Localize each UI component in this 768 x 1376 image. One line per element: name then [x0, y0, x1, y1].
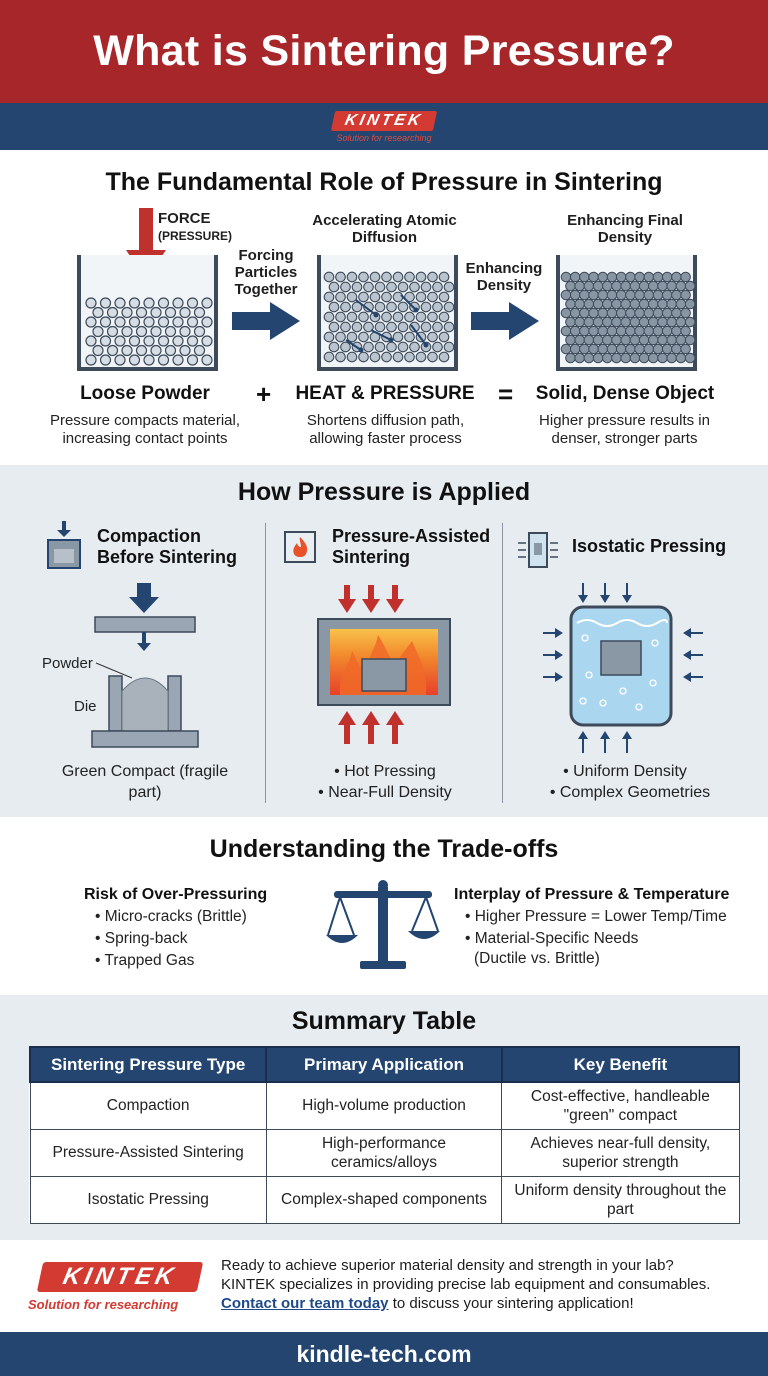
table-cell: High-performance ceramics/alloys [265, 1128, 503, 1177]
stage3-top-label: Enhancing Final Density [567, 212, 683, 246]
equals-sign: = [498, 379, 514, 409]
compaction-desc: Green Compact (fragile part) [61, 763, 229, 801]
cta-line-2: KINTEK specializes in providing precise … [221, 1276, 711, 1293]
tradeoffs-title: Understanding the Trade-offs [209, 835, 559, 863]
kintek-logo-large: KINTEK [36, 1262, 204, 1292]
applied-section: How Pressure is Applied Compaction Befor… [0, 465, 768, 817]
isostatic-icon [518, 532, 558, 568]
near-full-density-desc: • Near-Full Density [318, 784, 452, 801]
summary-section: Summary Table Sintering Pressure Type Pr… [0, 995, 768, 1240]
stage1-desc: Pressure compacts material, increasing c… [49, 412, 241, 447]
right-arrow-icon-2 [471, 302, 539, 340]
stage2-desc: Shortens diffusion path, allowing faster… [306, 412, 465, 447]
arrow2-label: Enhancing Density [465, 260, 543, 294]
table-cell: Isostatic Pressing [29, 1175, 267, 1224]
compaction-icon [47, 521, 81, 569]
fundamental-title: The Fundamental Role of Pressure in Sint… [105, 168, 663, 196]
table-cell: High-volume production [265, 1081, 503, 1130]
list-item: Trapped Gas [95, 950, 247, 972]
press-die-diagram [91, 583, 199, 748]
table-header-cell: Sintering Pressure Type [28, 1046, 268, 1083]
table-cell: Cost-effective, handleable "green" compa… [501, 1081, 740, 1130]
pressure-assisted-title: Pressure-Assisted Sintering [332, 526, 491, 567]
summary-table: Sintering Pressure Type Primary Applicat… [28, 1046, 741, 1224]
interplay-title: Interplay of Pressure & Temperature [454, 886, 730, 903]
logo-tagline-large: Solution for researching [28, 1297, 179, 1312]
stage2-name: HEAT & PRESSURE [295, 383, 475, 404]
over-pressuring-title: Risk of Over-Pressuring [84, 886, 268, 903]
hot-press-furnace-diagram [317, 585, 451, 744]
isostatic-title: Isostatic Pressing [572, 536, 727, 556]
loose-powder-container [77, 255, 218, 371]
table-cell: Complex-shaped components [265, 1175, 503, 1224]
table-cell: Compaction [29, 1081, 267, 1130]
table-cell: Achieves near-full density, superior str… [501, 1128, 740, 1177]
over-pressuring-list: Micro-cracks (Brittle) Spring-back Trapp… [95, 906, 247, 972]
table-cell: Uniform density throughout the part [501, 1175, 740, 1224]
cta-line-1: Ready to achieve superior material densi… [221, 1257, 674, 1274]
table-header-cell: Primary Application [265, 1046, 503, 1083]
powder-label: Powder [42, 655, 93, 672]
list-item: Micro-cracks (Brittle) [95, 906, 247, 928]
interplay-sub: (Ductile vs. Brittle) [474, 950, 600, 967]
stage3-desc: Higher pressure results in denser, stron… [539, 412, 710, 447]
table-row: Compaction High-volume production Cost-e… [29, 1081, 740, 1130]
footer-bar: kindle-tech.com [0, 1332, 768, 1376]
applied-title: How Pressure is Applied [237, 478, 531, 506]
column-divider [265, 523, 266, 803]
table-header-row: Sintering Pressure Type Primary Applicat… [28, 1046, 741, 1083]
hot-pressing-desc: • Hot Pressing [334, 763, 436, 780]
contact-link[interactable]: Contact our team today [221, 1295, 389, 1312]
cta-text: Ready to achieve superior material densi… [221, 1256, 761, 1313]
uniform-density-desc: • Uniform Density [563, 763, 687, 780]
summary-title: Summary Table [291, 1007, 477, 1035]
logo-bar: KINTEK Solution for researching [0, 103, 768, 150]
table-row: Isostatic Pressing Complex-shaped compon… [29, 1175, 740, 1224]
complex-geometries-desc: • Complex Geometries [549, 784, 711, 801]
table-row: Pressure-Assisted Sintering High-perform… [29, 1128, 740, 1177]
stage1-name: Loose Powder [80, 383, 210, 404]
logo-tagline: Solution for researching [336, 132, 432, 143]
kintek-logo: KINTEK [331, 110, 437, 131]
page-title: What is Sintering Pressure? [93, 27, 675, 75]
powder-pointer-line [95, 662, 133, 679]
die-label: Die [74, 698, 97, 715]
list-item: Higher Pressure = Lower Temp/Time [465, 906, 727, 928]
cta-section: KINTEK Solution for researching Ready to… [0, 1240, 768, 1332]
list-item: Material-Specific Needs [465, 928, 727, 950]
dense-container [556, 255, 697, 371]
furnace-flame-icon [284, 531, 316, 563]
balance-scale-icon [326, 880, 440, 969]
isostatic-vessel-diagram [543, 583, 703, 753]
column-divider [502, 523, 503, 803]
tradeoffs-section: Understanding the Trade-offs Risk of Ove… [0, 817, 768, 995]
fundamental-section: The Fundamental Role of Pressure in Sint… [0, 150, 768, 465]
cta-line-3: Contact our team today to discuss your s… [221, 1294, 761, 1313]
plus-sign: + [256, 379, 272, 409]
pressure-label: (PRESSURE) [158, 229, 233, 243]
footer-url[interactable]: kindle-tech.com [296, 1340, 472, 1367]
header-banner: What is Sintering Pressure? [0, 0, 768, 103]
stage3-name: Solid, Dense Object [535, 383, 715, 404]
list-item: Spring-back [95, 928, 247, 950]
stage2-top-label: Accelerating Atomic Diffusion [312, 212, 457, 246]
force-label: FORCE [158, 210, 211, 227]
diffusion-container [317, 255, 458, 371]
right-arrow-icon [232, 302, 300, 340]
table-header-cell: Key Benefit [500, 1046, 741, 1083]
interplay-list: Higher Pressure = Lower Temp/Time Materi… [465, 906, 727, 950]
table-cell: Pressure-Assisted Sintering [29, 1128, 267, 1177]
arrow1-label: Forcing Particles Together [234, 247, 298, 298]
cta-line-3-rest: to discuss your sintering application! [388, 1295, 634, 1312]
compaction-title: Compaction Before Sintering [97, 526, 238, 567]
